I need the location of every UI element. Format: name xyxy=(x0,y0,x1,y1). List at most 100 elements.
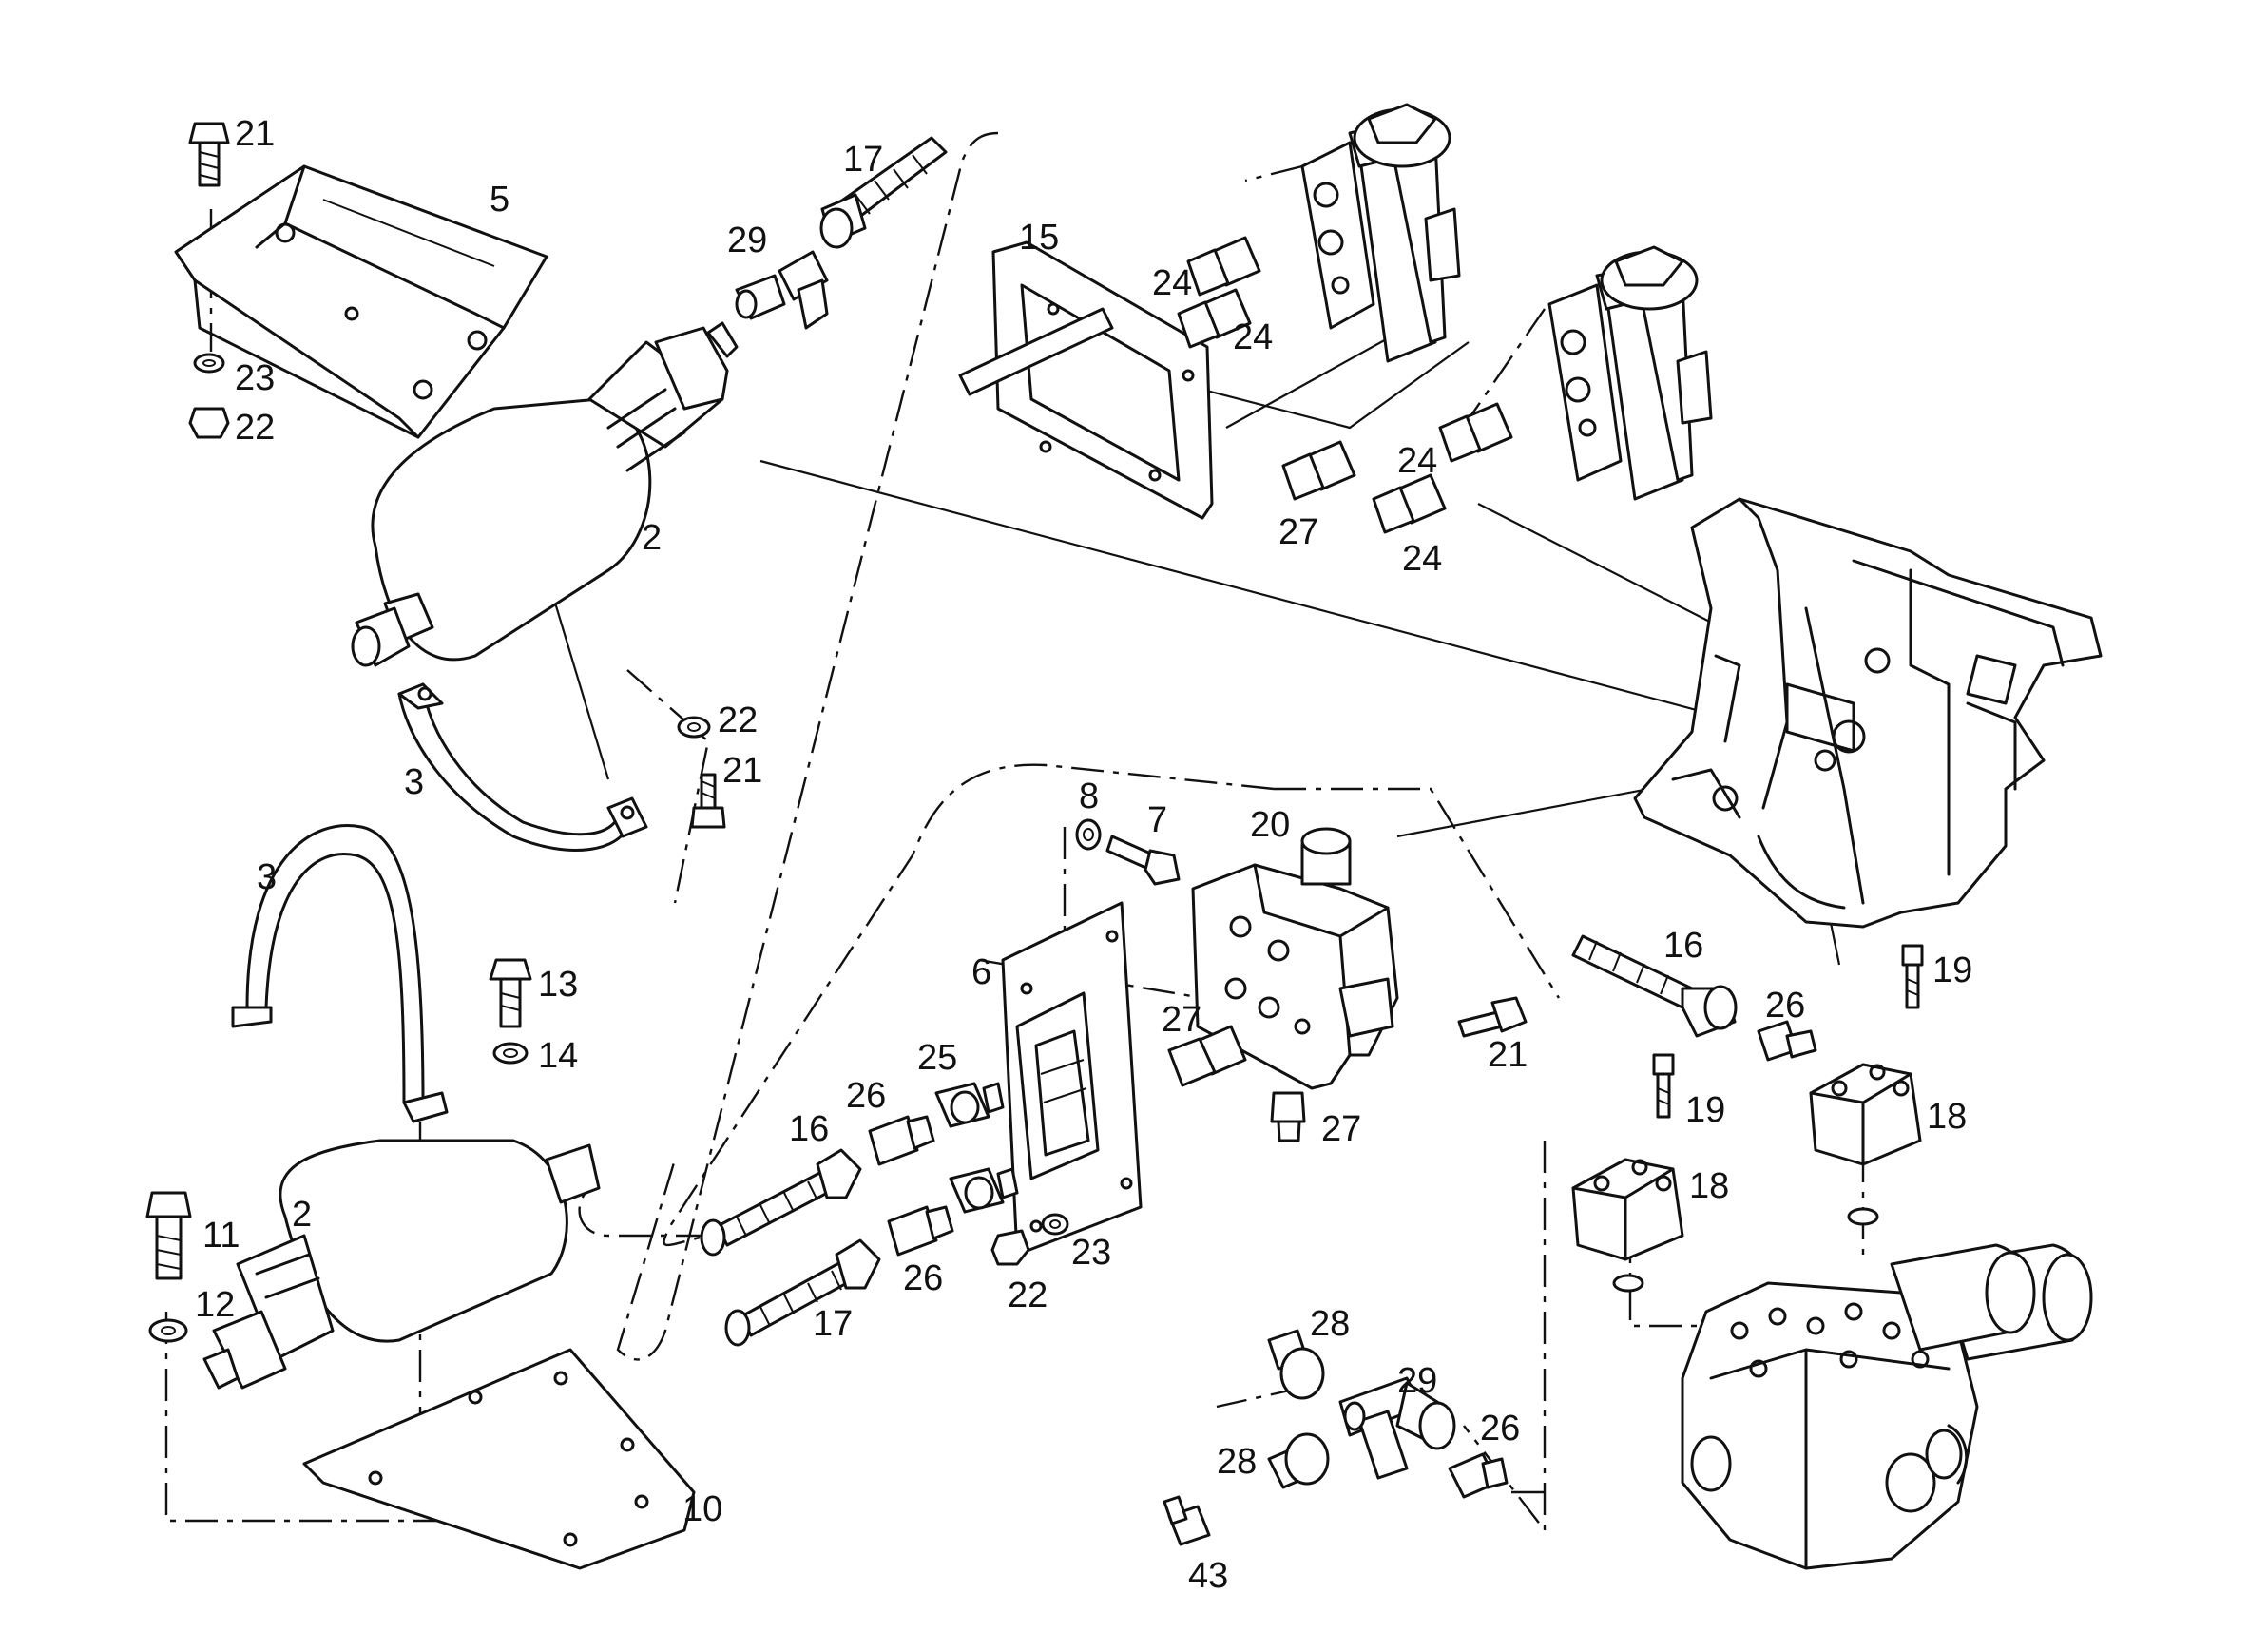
accumulator-2-upper xyxy=(351,321,739,667)
callout-labels: 21 5 23 22 17 29 15 24 24 24 27 24 2 22 … xyxy=(195,114,1972,1596)
callout-26-d: 26 xyxy=(1480,1409,1520,1449)
callout-11: 11 xyxy=(202,1216,240,1256)
callout-43: 43 xyxy=(1188,1556,1228,1596)
accumulator-2-lower xyxy=(202,1139,601,1390)
bolt-19-left xyxy=(1652,1053,1675,1119)
hose-16-right xyxy=(1571,934,1738,1038)
fitting-27-top xyxy=(1281,440,1356,501)
pedal-console xyxy=(1633,497,2103,929)
bolt-21-valve xyxy=(1457,996,1528,1038)
callout-25: 25 xyxy=(917,1038,957,1078)
washer-12 xyxy=(148,1318,188,1343)
plate-15 xyxy=(958,240,1214,520)
washer-23-lower xyxy=(1041,1213,1069,1236)
callout-29-bottom: 29 xyxy=(1397,1361,1437,1401)
washer-23-top xyxy=(193,353,225,374)
fitting-25 xyxy=(934,1082,1005,1128)
callout-14: 14 xyxy=(538,1036,578,1076)
nut-22-lower xyxy=(990,1229,1030,1266)
callout-23-top: 23 xyxy=(235,358,275,398)
hose-17-top xyxy=(819,136,948,249)
callout-26-right: 26 xyxy=(1765,986,1805,1026)
bolt-7 xyxy=(1105,835,1181,886)
callout-22-top: 22 xyxy=(235,408,275,448)
callout-5: 5 xyxy=(490,180,509,220)
washer-8 xyxy=(1075,818,1102,851)
callout-13: 13 xyxy=(538,965,578,1005)
callout-24-b: 24 xyxy=(1233,317,1273,357)
callout-21-valve: 21 xyxy=(1488,1035,1528,1075)
fitting-24-c xyxy=(1438,402,1513,463)
callout-18-left: 18 xyxy=(1689,1166,1729,1206)
callout-12: 12 xyxy=(195,1285,235,1325)
callout-27-bottom: 27 xyxy=(1321,1109,1361,1149)
callout-16-right: 16 xyxy=(1663,926,1703,966)
fitting-24-b xyxy=(1177,288,1252,349)
callout-28-top: 28 xyxy=(1310,1304,1350,1344)
fitting-24-d xyxy=(1372,473,1447,534)
plate-6 xyxy=(1001,901,1143,1257)
o-ring-right xyxy=(1847,1207,1879,1226)
fitting-26-bottom xyxy=(1448,1452,1509,1499)
callout-6: 6 xyxy=(971,952,991,992)
callout-3-upper: 3 xyxy=(404,762,424,802)
flange-18-right xyxy=(1809,1063,1922,1166)
tee-29 xyxy=(1338,1376,1456,1480)
washer-14 xyxy=(492,1042,529,1065)
fitting-28-bottom xyxy=(1267,1432,1330,1489)
callout-3-lower: 3 xyxy=(257,857,277,897)
bracket-5 xyxy=(174,164,548,439)
callout-18-right: 18 xyxy=(1927,1097,1967,1137)
hose-17-lower xyxy=(724,1238,881,1347)
fitting-24-a xyxy=(1186,236,1261,297)
hose-16-lower xyxy=(700,1148,862,1257)
callout-8: 8 xyxy=(1079,777,1099,816)
fitting-26-lower-b xyxy=(887,1205,954,1257)
flange-18-left xyxy=(1571,1158,1684,1261)
elbow-29-top xyxy=(735,250,829,330)
callout-24-a: 24 xyxy=(1152,263,1192,303)
bolt-11 xyxy=(145,1191,192,1280)
strap-3-upper xyxy=(397,682,648,852)
callout-21-top: 21 xyxy=(235,114,275,154)
solenoid-valve-upper xyxy=(1300,103,1461,363)
callout-7: 7 xyxy=(1147,800,1167,840)
strap-3-lower xyxy=(231,824,449,1123)
callout-22-lower: 22 xyxy=(1008,1276,1048,1315)
fitting-25-lower xyxy=(949,1167,1019,1214)
callout-15: 15 xyxy=(1019,218,1059,258)
callout-29-top: 29 xyxy=(727,221,767,260)
callout-19-right: 19 xyxy=(1932,950,1972,990)
callout-16-lower: 16 xyxy=(789,1109,829,1149)
bolt-21-top xyxy=(188,122,230,187)
fitting-27-mid xyxy=(1167,1025,1247,1087)
callout-2-upper: 2 xyxy=(642,518,662,558)
callout-28-bottom: 28 xyxy=(1217,1442,1257,1482)
o-ring-left xyxy=(1612,1274,1644,1293)
washer-22-mid xyxy=(677,716,711,739)
callout-2-lower: 2 xyxy=(292,1195,312,1235)
callout-22-mid: 22 xyxy=(718,700,758,740)
bolt-21-mid xyxy=(690,773,726,829)
callout-27-top: 27 xyxy=(1278,512,1318,552)
callout-21-mid: 21 xyxy=(722,751,762,791)
fitting-26-lower-a xyxy=(868,1115,935,1166)
callout-24-d: 24 xyxy=(1402,539,1442,579)
nut-22-top xyxy=(188,407,230,439)
callout-26-c: 26 xyxy=(903,1258,943,1298)
callout-23-lower: 23 xyxy=(1071,1233,1111,1273)
fitting-28-top xyxy=(1267,1329,1325,1400)
callout-10: 10 xyxy=(682,1489,722,1529)
callout-26-a: 26 xyxy=(846,1076,886,1116)
callout-24-c: 24 xyxy=(1397,441,1437,481)
valve-block-20 xyxy=(1191,827,1399,1090)
callout-27-mid: 27 xyxy=(1162,1000,1201,1040)
callout-17-lower: 17 xyxy=(813,1304,853,1344)
fitting-27-bottom xyxy=(1270,1091,1306,1142)
solenoid-valve-lower xyxy=(1547,245,1713,501)
bolt-13 xyxy=(489,958,532,1028)
callout-19-left: 19 xyxy=(1685,1090,1725,1130)
plate-10 xyxy=(302,1348,696,1570)
callout-17-top: 17 xyxy=(843,140,883,180)
